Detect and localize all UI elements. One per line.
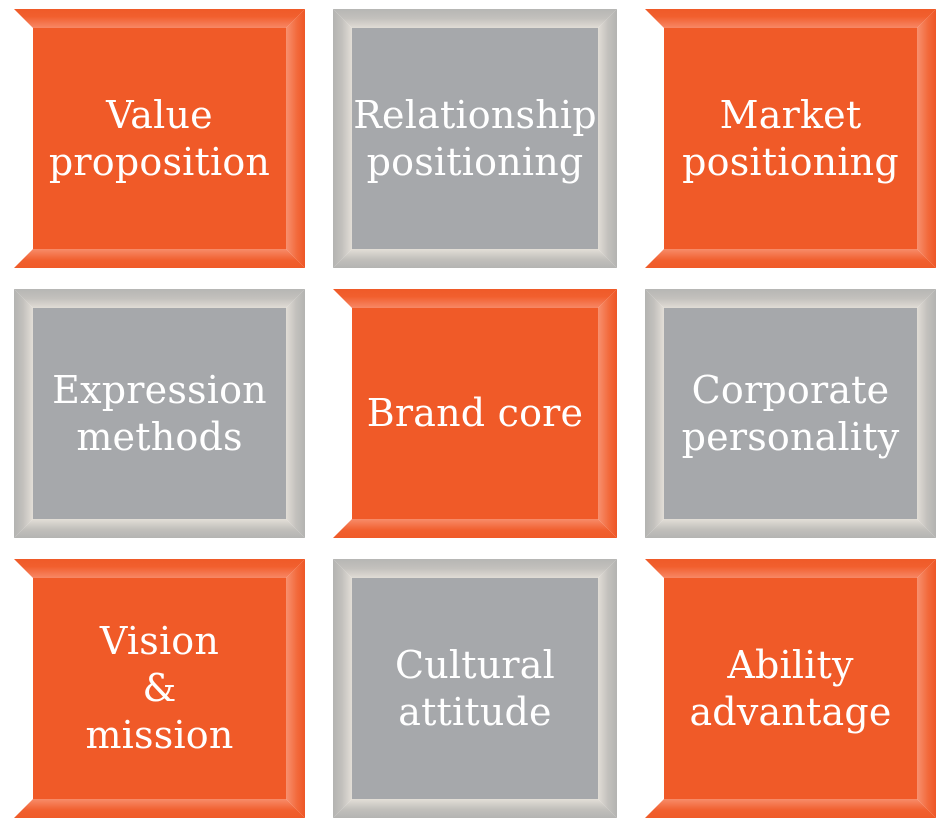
cell-panel: Corporate personality [664, 308, 917, 519]
bevel-bottom-edge [14, 248, 305, 268]
cell-label: Market positioning [682, 92, 899, 184]
bevel-top-edge [645, 559, 936, 579]
bevel-bottom-edge [14, 518, 305, 538]
bevel-top-edge [14, 289, 305, 309]
cell-label: Corporate personality [681, 367, 900, 459]
cell-frame: Expression methods [14, 289, 305, 538]
bevel-bottom-edge [645, 248, 936, 268]
matrix-cell-relationship-positioning[interactable]: Relationship positioning [319, 0, 631, 280]
cell-label: Expression methods [52, 367, 267, 459]
cell-panel: Brand core [352, 308, 598, 519]
cell-label: Vision & mission [85, 619, 234, 757]
matrix-cell-expression-methods[interactable]: Expression methods [0, 280, 319, 550]
cell-panel: Ability advantage [664, 578, 917, 799]
matrix-cell-ability-advantage[interactable]: Ability advantage [631, 550, 950, 830]
cell-label: Cultural attitude [394, 642, 556, 734]
cell-frame: Relationship positioning [333, 9, 617, 268]
bevel-bottom-edge [14, 798, 305, 818]
cell-panel: Value proposition [33, 28, 286, 249]
bevel-top-edge [14, 559, 305, 579]
cell-frame: Vision & mission [14, 559, 305, 818]
bevel-left-edge [645, 9, 665, 268]
bevel-bottom-edge [333, 518, 617, 538]
cell-frame: Market positioning [645, 9, 936, 268]
bevel-top-edge [333, 9, 617, 29]
bevel-top-edge [14, 9, 305, 29]
matrix-cell-value-proposition[interactable]: Value proposition [0, 0, 319, 280]
bevel-top-edge [333, 559, 617, 579]
cell-panel: Expression methods [33, 308, 286, 519]
matrix-cell-vision-and-mission[interactable]: Vision & mission [0, 550, 319, 830]
cell-panel: Vision & mission [33, 578, 286, 799]
cell-panel: Relationship positioning [352, 28, 598, 249]
matrix-cell-corporate-personality[interactable]: Corporate personality [631, 280, 950, 550]
matrix-cell-market-positioning[interactable]: Market positioning [631, 0, 950, 280]
matrix-cell-cultural-attitude[interactable]: Cultural attitude [319, 550, 631, 830]
bevel-top-edge [645, 9, 936, 29]
bevel-left-edge [333, 289, 353, 538]
bevel-left-edge [14, 9, 34, 268]
bevel-right-edge [916, 9, 936, 268]
bevel-right-edge [916, 289, 936, 538]
bevel-left-edge [645, 559, 665, 818]
bevel-right-edge [285, 559, 305, 818]
cell-frame: Value proposition [14, 9, 305, 268]
cell-label: Ability advantage [689, 642, 892, 734]
bevel-right-edge [285, 9, 305, 268]
bevel-top-edge [645, 289, 936, 309]
bevel-bottom-edge [645, 518, 936, 538]
cell-panel: Market positioning [664, 28, 917, 249]
bevel-top-edge [333, 289, 617, 309]
cell-frame: Cultural attitude [333, 559, 617, 818]
bevel-bottom-edge [333, 798, 617, 818]
cell-frame: Corporate personality [645, 289, 936, 538]
bevel-left-edge [14, 289, 34, 538]
bevel-bottom-edge [645, 798, 936, 818]
bevel-right-edge [916, 559, 936, 818]
bevel-left-edge [645, 289, 665, 538]
cell-frame: Ability advantage [645, 559, 936, 818]
cell-label: Relationship positioning [353, 92, 597, 184]
cell-label: Value proposition [48, 92, 271, 184]
cell-label: Brand core [366, 391, 584, 435]
cell-frame: Brand core [333, 289, 617, 538]
bevel-right-edge [285, 289, 305, 538]
matrix-cell-brand-core[interactable]: Brand core [319, 280, 631, 550]
bevel-right-edge [597, 289, 617, 538]
bevel-left-edge [333, 559, 353, 818]
cell-panel: Cultural attitude [352, 578, 598, 799]
bevel-left-edge [14, 559, 34, 818]
bevel-bottom-edge [333, 248, 617, 268]
bevel-right-edge [597, 559, 617, 818]
